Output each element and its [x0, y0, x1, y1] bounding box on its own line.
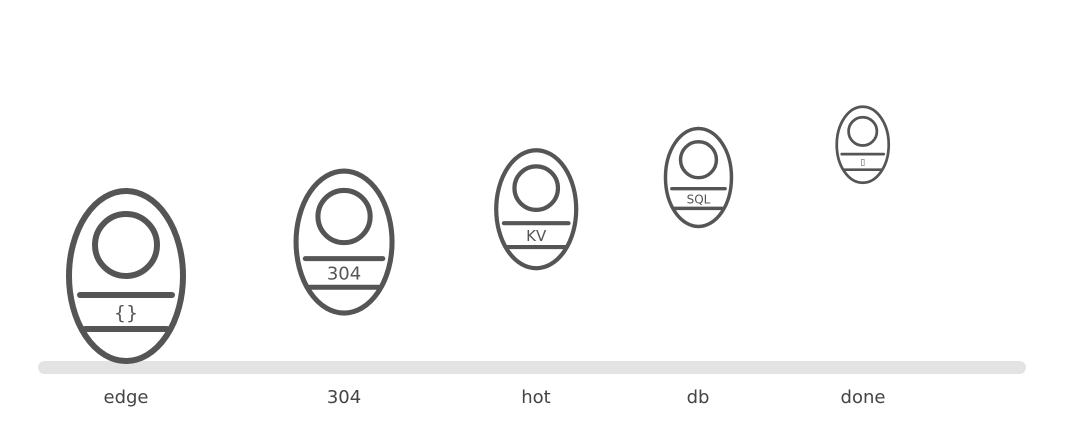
token-body: [663, 126, 733, 228]
token-band-text: {}: [114, 302, 138, 324]
progress-track: [38, 361, 1026, 374]
token-head-circle: [512, 164, 560, 212]
stage-label: done: [840, 387, 886, 408]
token-body: [835, 105, 891, 185]
token-band-text: 304: [327, 263, 361, 284]
stage-token-4: ▯: [835, 105, 891, 185]
stage-token-2: KV: [493, 147, 579, 271]
stage-label: hot: [521, 387, 551, 408]
token-body: [493, 147, 579, 271]
token-band-text: ▯: [861, 158, 866, 168]
token-head-circle: [92, 211, 160, 279]
token-head-circle: [847, 116, 879, 148]
stage-label: 304: [326, 387, 362, 408]
token-body: [66, 188, 186, 364]
stage-token-0: {}: [66, 188, 186, 364]
stage-token-1: 304: [293, 168, 395, 316]
token-head-circle: [678, 139, 718, 179]
stage-token-3: SQL: [663, 126, 733, 228]
token-band-text: KV: [526, 227, 547, 245]
stage-label: db: [686, 387, 710, 408]
stage-label: edge: [103, 387, 149, 408]
token-band-text: SQL: [686, 192, 710, 206]
token-head-circle: [315, 187, 373, 246]
token-body: [293, 168, 395, 316]
